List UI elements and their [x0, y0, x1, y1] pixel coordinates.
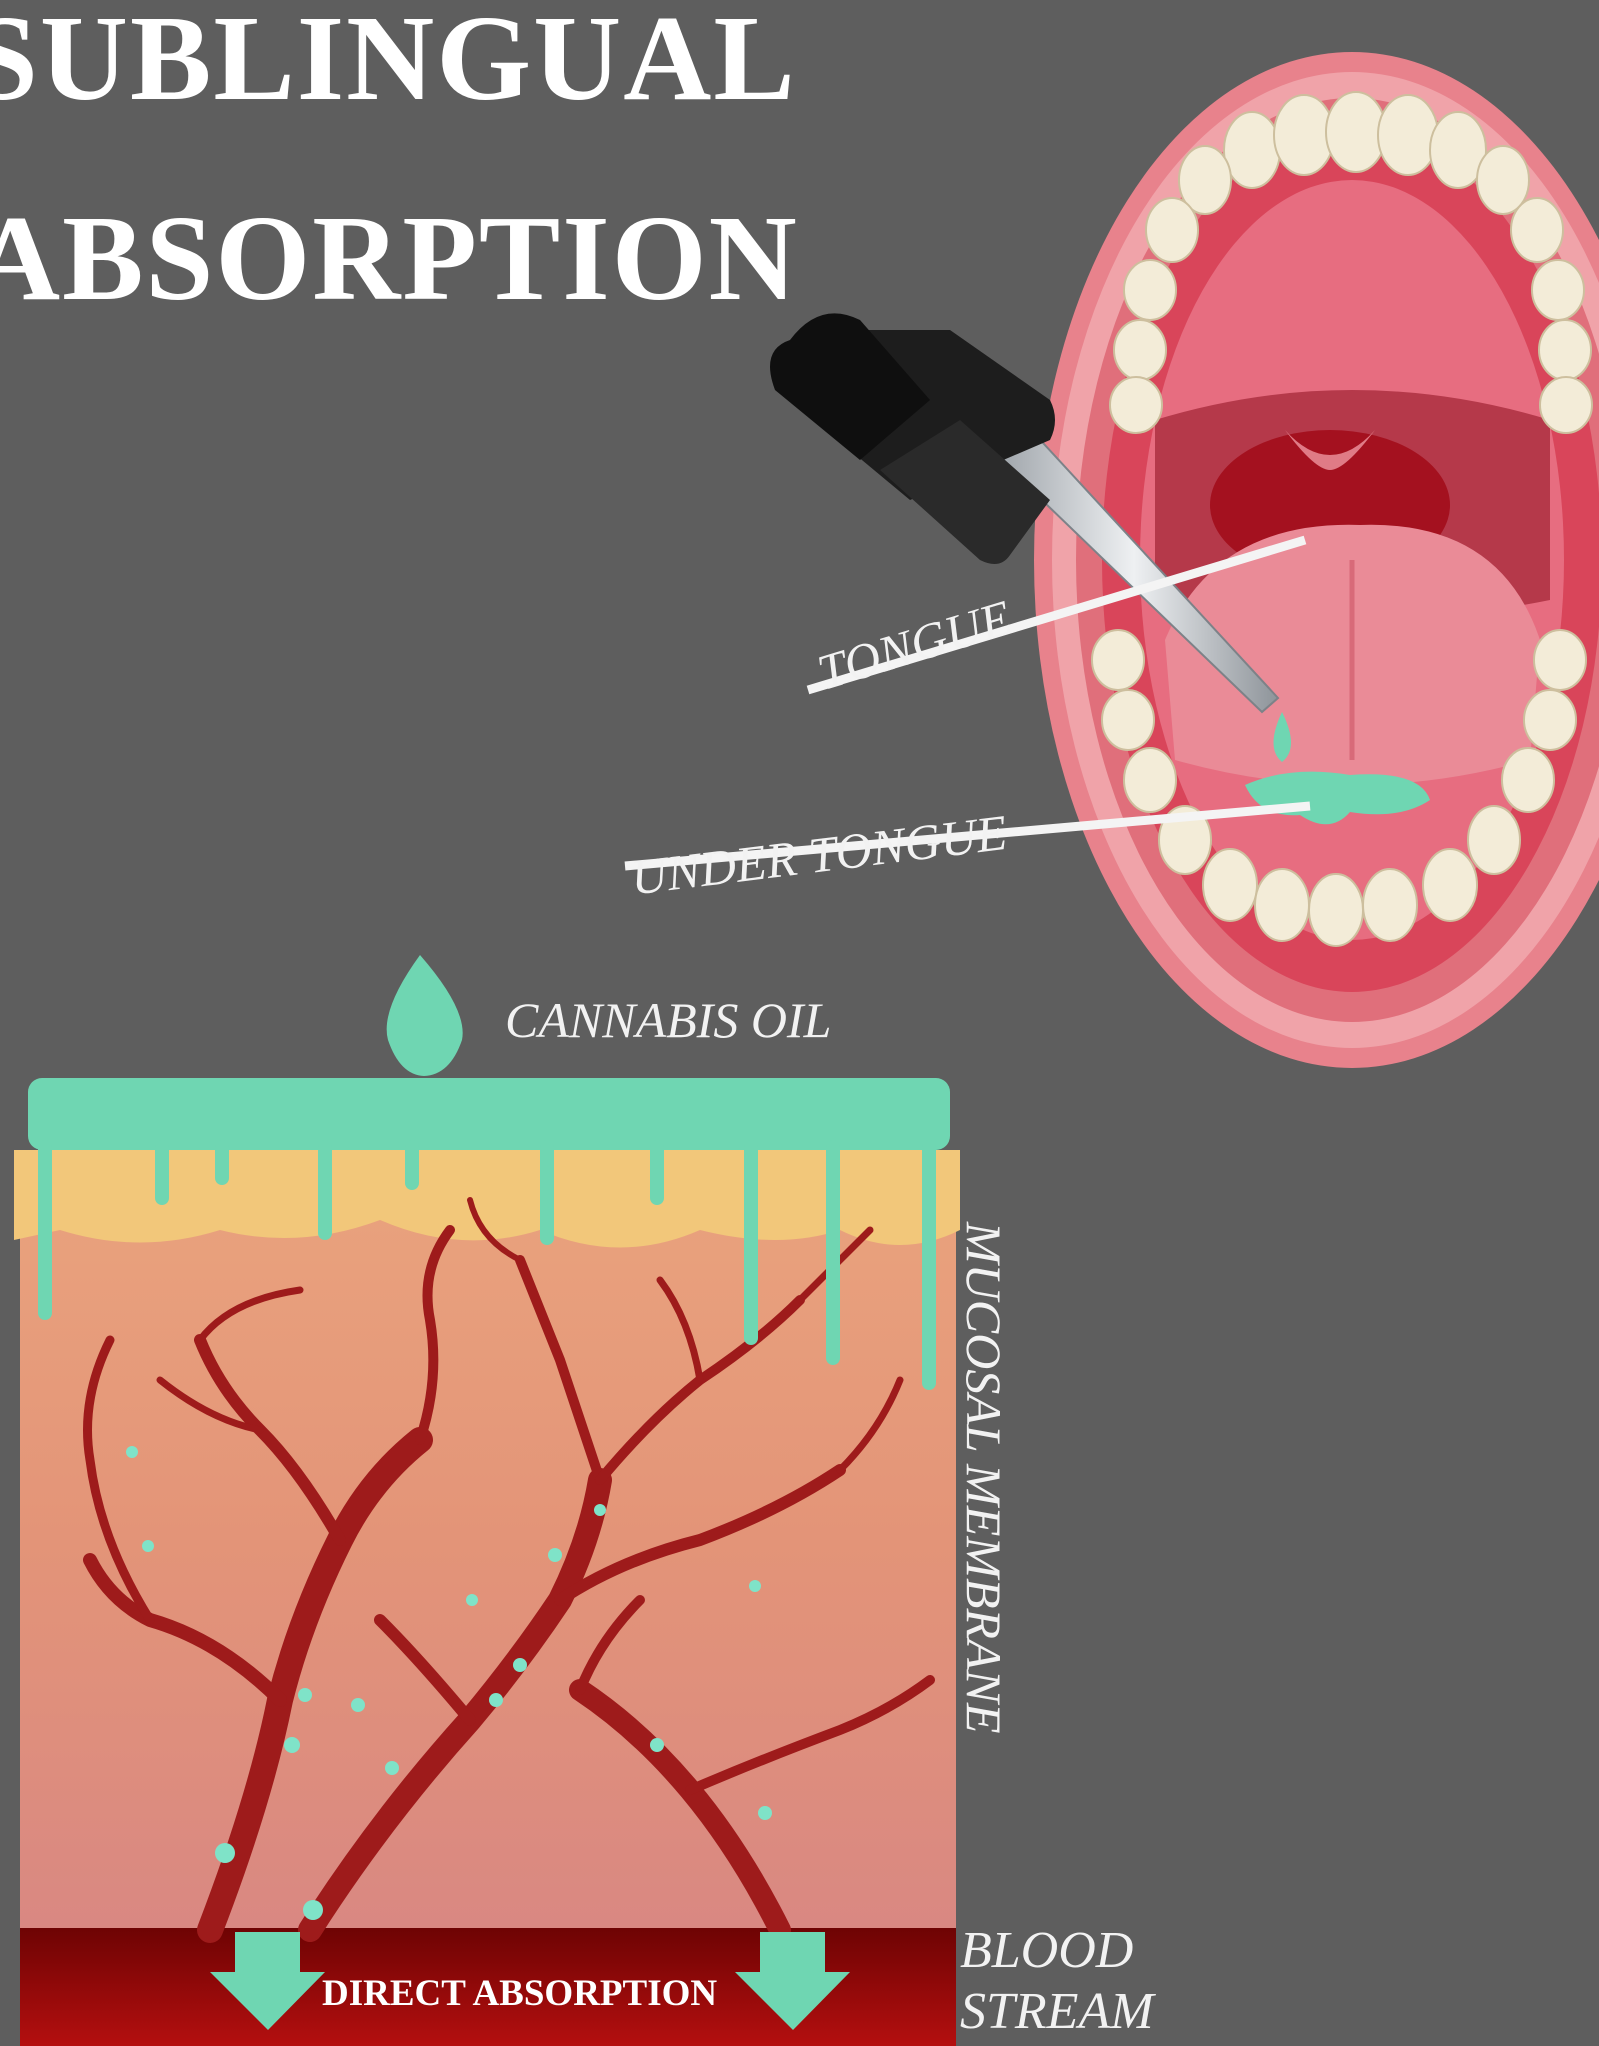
- direct-absorption-label: DIRECT ABSORPTION: [322, 1972, 717, 2015]
- cannabis-oil-label: CANNABIS OIL: [505, 995, 831, 1045]
- mucosal-membrane-label: MUCOSAL MEMBRANE: [959, 1222, 1009, 1734]
- mucosal-cross-section: [14, 1078, 960, 2046]
- blood-stream-label-line-2: STREAM: [960, 1986, 1154, 2038]
- oil-layer: [28, 1078, 950, 1150]
- cannabis-oil-drop-icon: [387, 955, 463, 1076]
- blood-stream-label-line-1: BLOOD: [960, 1925, 1133, 1977]
